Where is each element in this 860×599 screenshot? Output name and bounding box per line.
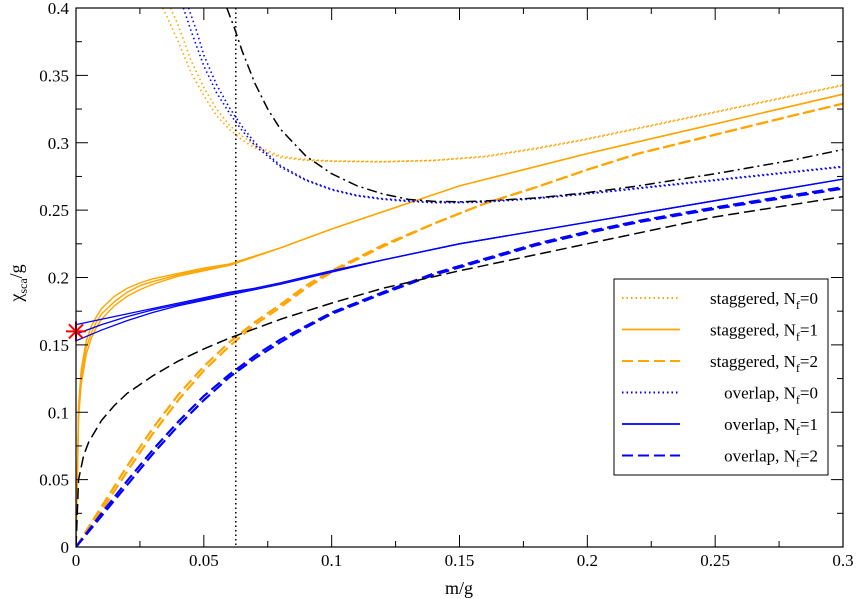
y-tick-label: 0.4: [48, 0, 70, 18]
legend-label-suffix: =2: [800, 352, 818, 371]
legend-label-sub: f: [796, 424, 800, 438]
legend-label: overlap, Nf=0: [724, 384, 818, 407]
legend-label: staggered, Nf=0: [710, 289, 818, 312]
legend-label-suffix: =0: [800, 289, 818, 308]
y-tick-label: 0.1: [48, 403, 69, 422]
x-tick-label: 0.05: [189, 551, 219, 570]
y-tick-label: 0.3: [48, 134, 69, 153]
y-tick-label: 0.35: [39, 66, 69, 85]
y-axis-label-sub: sca: [16, 278, 30, 294]
legend-label-main: overlap, N: [724, 384, 796, 403]
x-axis-label: m/g: [445, 578, 473, 598]
legend-label-main: staggered, N: [710, 289, 796, 308]
legend-label-main: overlap, N: [724, 447, 796, 466]
legend-entry: overlap, Nf=1: [622, 415, 818, 438]
legend-label-sub: f: [796, 361, 800, 375]
legend-entry: overlap, Nf=2: [622, 447, 818, 470]
series-line-12: [76, 186, 843, 547]
y-tick-label: 0.25: [39, 201, 69, 220]
series-line-0: [169, 8, 843, 163]
series-line-4: [76, 93, 843, 547]
legend-label-main: staggered, N: [710, 352, 796, 371]
legend-entry: staggered, Nf=1: [622, 321, 818, 344]
legend-entry: overlap, Nf=0: [622, 384, 818, 407]
legend-label: overlap, Nf=1: [724, 415, 818, 438]
svg-text:χsca/g: χsca/g: [6, 264, 30, 302]
legend-label-sub: f: [796, 298, 800, 312]
y-tick-label: 0.05: [39, 471, 69, 490]
series-line-7: [182, 8, 843, 204]
legend-label-main: staggered, N: [710, 321, 796, 340]
legend-entry: staggered, Nf=0: [622, 289, 818, 312]
x-tick-label: 0: [72, 551, 81, 570]
legend-label: overlap, Nf=2: [724, 447, 818, 470]
x-tick-label: 0.1: [321, 551, 342, 570]
legend-label-main: overlap, N: [724, 415, 796, 434]
series-line-13: [76, 187, 843, 547]
y-axis-label: χsca/g: [6, 264, 30, 302]
legend-label: staggered, Nf=1: [710, 321, 818, 344]
x-tick-label: 0.3: [832, 551, 853, 570]
x-tick-label: 0.2: [577, 551, 598, 570]
axis-tick-labels: 0 0.05 0.1 0.15 0.2 0.25 0.3 0 0.05 0.1 0.15 0.2 0.2…: [39, 0, 853, 570]
legend-entry: staggered, Nf=2: [622, 352, 818, 375]
legend-box: [613, 278, 829, 476]
y-tick-label: 0.2: [48, 269, 69, 288]
legend-label-suffix: =0: [800, 384, 818, 403]
x-tick-label: 0.15: [445, 551, 475, 570]
y-axis-label-suffix: /g: [6, 264, 26, 278]
axis-ticks: [75, 7, 844, 548]
legend-label-sub: f: [796, 393, 800, 407]
y-axis-label-main: χ: [6, 294, 26, 303]
series-line-15: [226, 8, 843, 203]
x-tick-label: 0.25: [700, 551, 730, 570]
legend-label-sub: f: [796, 456, 800, 470]
legend-label-suffix: =1: [800, 415, 818, 434]
series-line-1: [162, 8, 843, 163]
legend-label-suffix: =1: [800, 321, 818, 340]
series-line-5: [76, 102, 843, 547]
legend-label-suffix: =2: [800, 447, 818, 466]
y-tick-label: 0: [61, 538, 70, 557]
series-line-11: [76, 178, 843, 342]
legend-label-sub: f: [796, 330, 800, 344]
legend-label: staggered, Nf=2: [710, 352, 818, 375]
y-tick-label: 0.15: [39, 336, 69, 355]
series-line-14: [76, 195, 843, 547]
series-line-8: [187, 8, 843, 203]
